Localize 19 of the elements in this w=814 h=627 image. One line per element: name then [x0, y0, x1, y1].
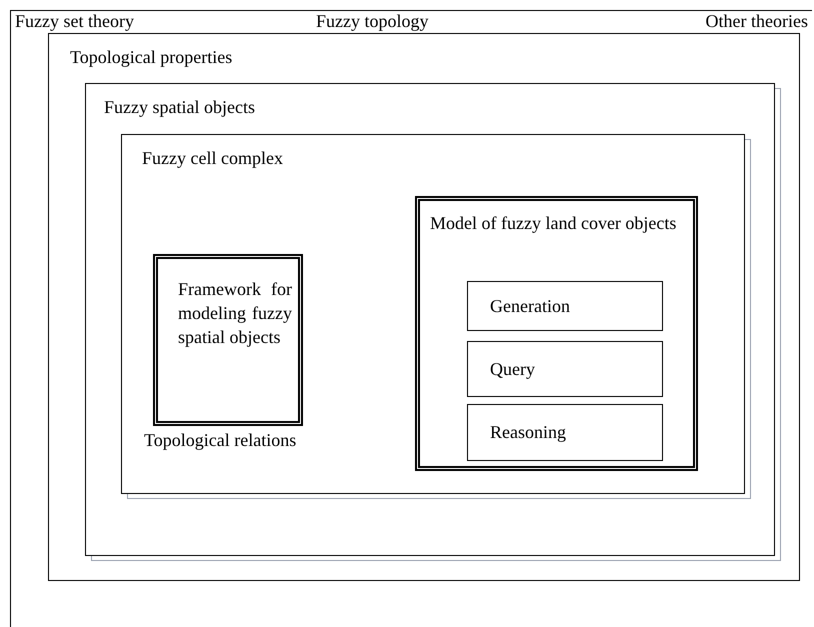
- node-label: Query: [490, 358, 535, 381]
- process-box: [467, 281, 663, 331]
- node-label: Reasoning: [490, 421, 566, 444]
- node-label: Fuzzy set theory: [15, 11, 134, 31]
- process-box: [467, 404, 663, 461]
- outer-frame: [10, 10, 812, 627]
- node-label: Topological relations: [144, 429, 296, 452]
- process-box: [467, 341, 663, 397]
- framed-box: [153, 254, 303, 426]
- node-label: Fuzzy cell complex: [142, 147, 283, 170]
- node-label: Fuzzy spatial objects: [104, 96, 255, 119]
- node-label: Framework for modeling fuzzy spatial objects: [178, 278, 292, 349]
- framed-box: [415, 196, 698, 471]
- nested-box: [48, 33, 800, 581]
- node-label: Topological properties: [70, 46, 232, 69]
- node-label: Generation: [490, 295, 570, 318]
- node-label: Fuzzy topology: [316, 11, 428, 31]
- node-label: Model of fuzzy land cover objects: [430, 212, 678, 235]
- node-label: Other theories: [706, 11, 808, 31]
